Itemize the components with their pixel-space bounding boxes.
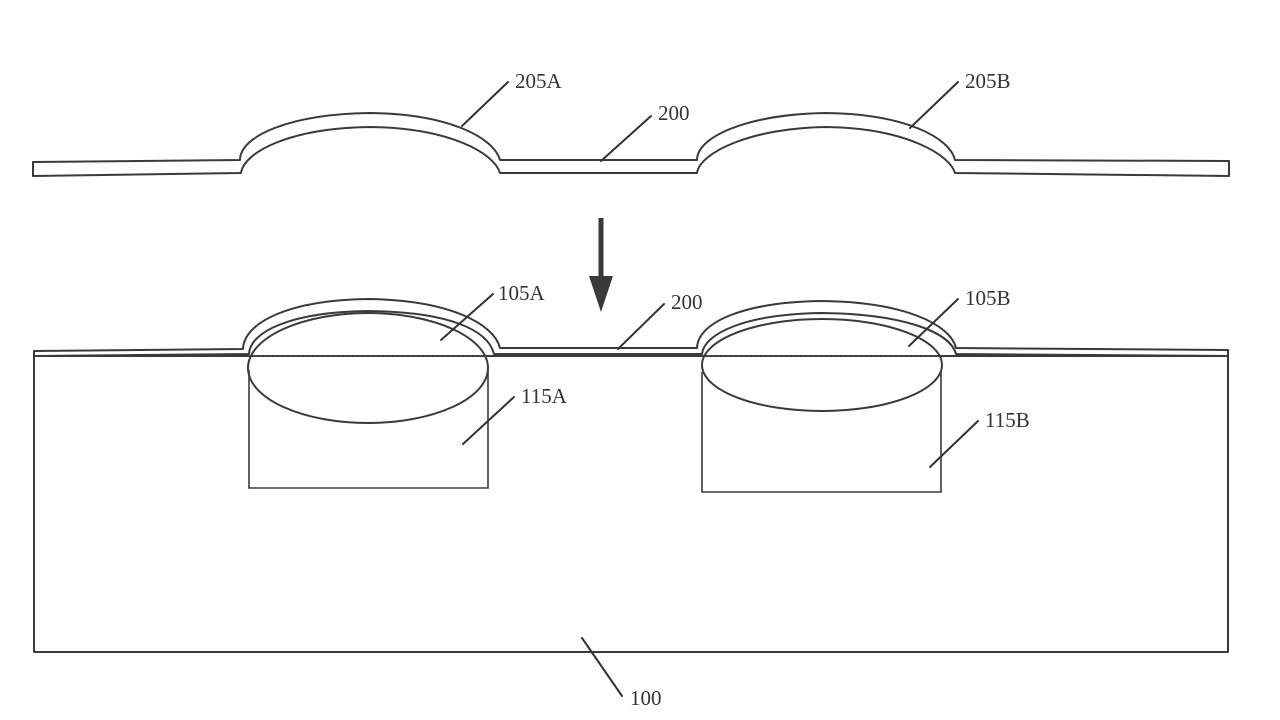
substrate-100 <box>33 355 1229 653</box>
label-200-top: 200 <box>658 101 690 125</box>
bottom-film-200 <box>33 298 1229 357</box>
leader-lines <box>440 81 979 697</box>
label-115a: 115A <box>521 384 568 408</box>
down-arrow-icon <box>589 218 613 312</box>
label-205b: 205B <box>965 69 1011 93</box>
leader-205b <box>909 81 959 129</box>
leader-105a <box>440 293 494 341</box>
substrate-assembly <box>33 298 1229 653</box>
label-205a: 205A <box>515 69 563 93</box>
leader-200-top <box>600 115 652 162</box>
lens-105b <box>701 318 943 412</box>
reference-labels: 205A 200 205B 105A 200 105B 115A 115B 10… <box>498 69 1030 710</box>
lens-105a <box>247 312 489 424</box>
leader-115b <box>929 420 979 468</box>
label-100: 100 <box>630 686 662 710</box>
leader-115a <box>462 396 515 445</box>
leader-100 <box>581 637 623 697</box>
label-115b: 115B <box>985 408 1030 432</box>
leader-200-bottom <box>617 303 665 350</box>
label-105a: 105A <box>498 281 546 305</box>
top-film-outline <box>32 112 1230 177</box>
label-105b: 105B <box>965 286 1011 310</box>
cavity-115a <box>248 370 489 489</box>
label-200-bottom: 200 <box>671 290 703 314</box>
cavity-115b <box>701 372 942 493</box>
leader-205a <box>461 81 509 127</box>
leader-105b <box>908 298 959 347</box>
top-film-assembly <box>32 112 1230 177</box>
